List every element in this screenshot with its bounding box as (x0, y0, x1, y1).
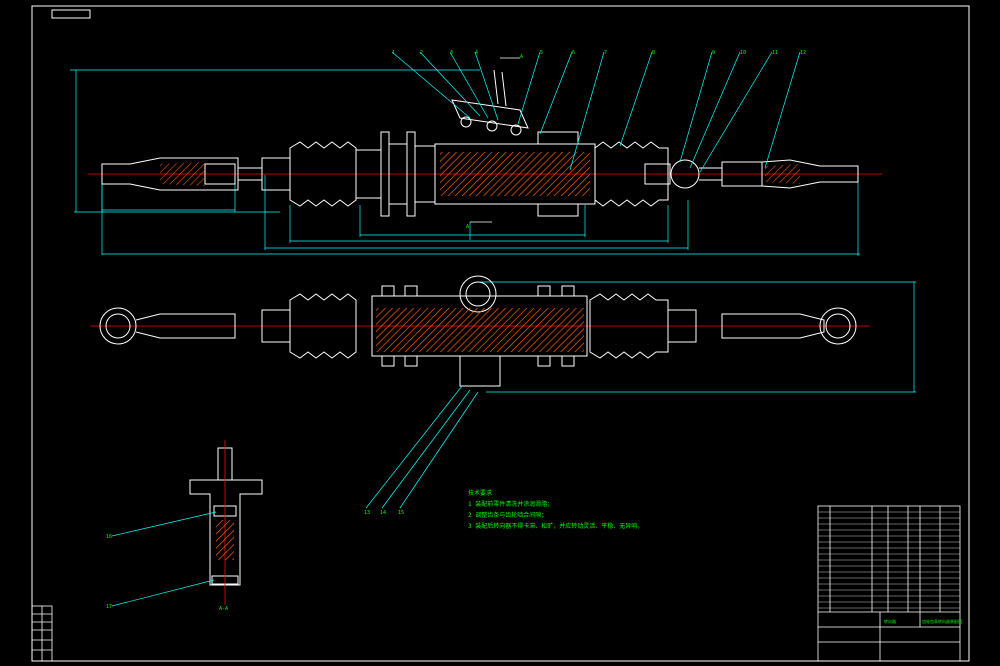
right-bellows (594, 141, 669, 207)
left-bellows (289, 141, 357, 207)
adjuster-plug (459, 355, 501, 387)
top-dimensions (70, 69, 860, 256)
part-number-7: 7 (604, 50, 608, 56)
part-number-2: 2 (420, 50, 424, 56)
side-stamp (31, 605, 53, 662)
top-view (70, 57, 882, 256)
front-right-bellows (589, 293, 669, 359)
section-marker-top: A (520, 54, 524, 60)
sheet-border (31, 5, 970, 662)
part-number-5: 5 (540, 50, 544, 56)
assembly-name: 转向器 (884, 619, 896, 624)
part-number-12: 12 (800, 50, 807, 56)
part-number-6: 6 (572, 50, 576, 56)
front-left-bellows (289, 293, 357, 359)
part-number-11: 11 (772, 50, 779, 56)
part-number-1: 1 (392, 50, 396, 56)
title-block-rows (818, 511, 960, 609)
drawing-title: 齿轮齿条转向器装配图 (922, 619, 962, 624)
tech-notes-title: 技术要求 (468, 490, 493, 497)
top-section-hatch (440, 152, 590, 196)
technical-requirements: 技术要求 1 装配前零件清洗并涂润滑脂； 2 调整齿条与齿轮啮合间隙； 3 装配… (468, 488, 643, 532)
section-view-label: A-A (219, 606, 229, 612)
tech-note-line: 2 调整齿条与齿轮啮合间隙； (468, 512, 548, 519)
front-section-hatch (376, 308, 584, 352)
title-block (817, 505, 961, 662)
section-marker-bottom: A (466, 224, 470, 230)
part-number-3: 3 (450, 50, 454, 56)
left-eye-end (99, 307, 137, 345)
part-number-16: 16 (106, 534, 113, 540)
front-dimensions (480, 281, 916, 393)
part-number-14: 14 (380, 510, 387, 516)
part-number-8: 8 (652, 50, 656, 56)
tech-note-line: 1 装配前零件清洗并涂润滑脂； (468, 501, 554, 508)
ball-joint (670, 159, 700, 189)
right-inner-rod (644, 163, 671, 185)
part-number-4: 4 (475, 50, 479, 56)
tech-note-line: 3 装配后转向器不得卡滞、松旷，并应转动灵活、平稳、无异响。 (468, 523, 644, 530)
part-number-13: 13 (364, 510, 371, 516)
front-view (90, 275, 916, 393)
right-eye-end (819, 307, 857, 345)
leader-lines (111, 51, 801, 607)
part-number-9: 9 (712, 50, 716, 56)
part-number-10: 10 (740, 50, 747, 56)
part-number-15: 15 (398, 510, 405, 516)
housing-boss-bottom (537, 203, 579, 217)
right-tie-rod (761, 159, 859, 189)
pinion-housing-top (451, 99, 529, 129)
section-a-a (189, 440, 263, 605)
part-number-17: 17 (106, 604, 113, 610)
pinion-bore (459, 275, 497, 313)
left-tie-rod (101, 157, 239, 191)
housing-boss-top (537, 131, 579, 145)
